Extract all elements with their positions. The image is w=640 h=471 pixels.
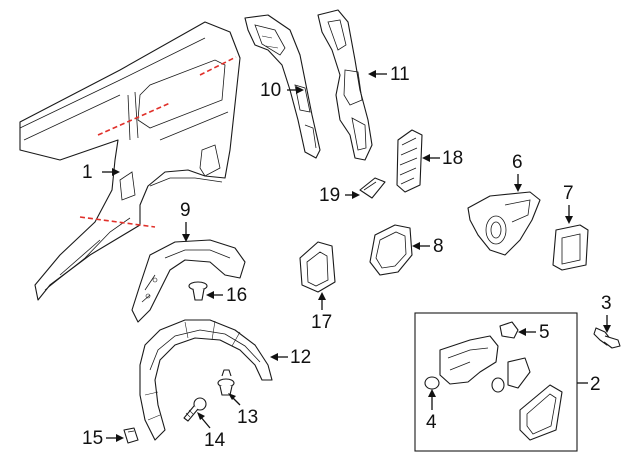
quarter-panel	[19, 21, 241, 301]
callout-17: 17	[311, 312, 332, 333]
callout-7: 7	[563, 183, 574, 204]
push-pin-16	[188, 281, 208, 301]
inset-frame	[414, 312, 578, 452]
fuel-door	[552, 224, 589, 271]
callout-11: 11	[390, 64, 410, 85]
mounting-bracket	[439, 335, 499, 385]
callout-9: 9	[180, 200, 191, 221]
grommet	[491, 377, 505, 393]
callout-4: 4	[426, 412, 437, 433]
cut-line	[79, 216, 156, 228]
upper-pillar	[317, 9, 373, 161]
cap-part-5	[499, 321, 519, 339]
callout-15: 15	[82, 428, 103, 449]
inset-fuel-door	[519, 384, 563, 441]
hinge-part	[507, 357, 531, 389]
callout-14: 14	[204, 430, 226, 451]
callout-2: 2	[590, 374, 601, 395]
screw-part-14	[183, 397, 207, 422]
callout-8: 8	[433, 236, 444, 257]
inner-reinforcement	[244, 14, 321, 159]
wheel-house-liner	[139, 319, 273, 441]
nut-clip-part-15	[123, 427, 139, 444]
callout-16: 16	[226, 285, 247, 306]
callout-5: 5	[539, 322, 550, 343]
callout-10: 10	[260, 80, 281, 101]
callout-1: 1	[82, 162, 93, 183]
callout-18: 18	[442, 148, 463, 169]
vent-grille	[396, 129, 423, 193]
inset-box	[414, 312, 578, 452]
cut-lines	[79, 56, 237, 228]
bumper-part-4	[424, 376, 440, 390]
callout-12: 12	[290, 347, 311, 368]
fuel-door-ring	[369, 224, 413, 276]
clip-part-13	[217, 369, 235, 396]
callouts: 1 2 3 4 5 6 7 8 9 10	[82, 64, 612, 451]
callout-19: 19	[319, 185, 340, 206]
bracket-part-17	[299, 241, 336, 293]
clip-part-19	[359, 177, 386, 199]
cut-line	[97, 102, 171, 136]
callout-6: 6	[512, 152, 523, 173]
bolt-part-3	[593, 327, 621, 349]
callout-13: 13	[237, 407, 258, 428]
liner-bracket	[131, 239, 246, 323]
fuel-filler-housing	[467, 191, 541, 256]
callout-3: 3	[601, 293, 612, 314]
cut-line	[199, 56, 237, 76]
